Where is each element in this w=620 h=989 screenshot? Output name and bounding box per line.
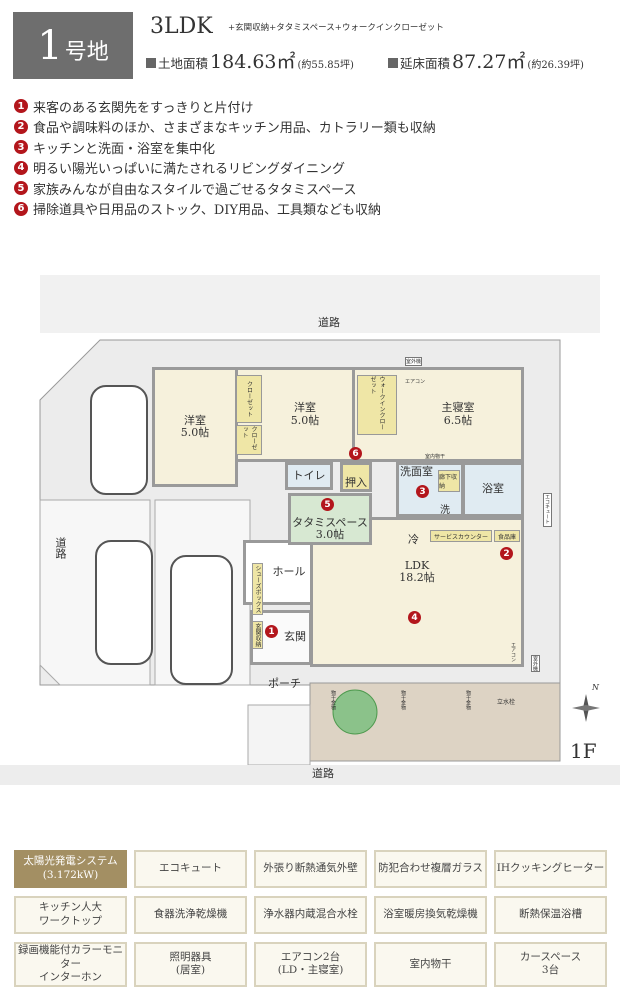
feature-text: 掃除道具や日用品のストック、DIY用品、工具類なども収納 bbox=[33, 203, 381, 219]
laundry-hardware: 物干金物 bbox=[465, 690, 471, 710]
service-counter: サービスカウンター bbox=[430, 530, 492, 542]
feature-item: 3 キッチンと洗面・浴室を集中化 bbox=[14, 137, 436, 158]
feature-text: 家族みんなが自由なスタイルで過ごせるタタミスペース bbox=[33, 182, 357, 198]
room-bath: 浴室 bbox=[462, 462, 524, 517]
feature-text: 明るい陽光いっぱいに満たされるリビングダイニング bbox=[33, 162, 346, 178]
equipment-grid: 太陽光発電システム (3.172kW) エコキュート 外張り断熱通気外壁 防犯合… bbox=[14, 850, 607, 987]
number-badge: 4 bbox=[14, 160, 28, 175]
equipment-cell: 浴室暖房換気乾燥機 bbox=[374, 896, 487, 934]
laundry-hardware: 物干金物 bbox=[330, 690, 336, 710]
pin-5: 5 bbox=[321, 498, 334, 511]
fridge-label: 冷 bbox=[408, 533, 419, 546]
square-icon bbox=[388, 58, 398, 68]
equipment-cell: 浄水器内蔵混合水栓 bbox=[254, 896, 367, 934]
car-icon bbox=[90, 385, 148, 495]
floor-area-value: 87.27㎡ bbox=[452, 51, 526, 73]
equipment-cell: 断熱保温浴槽 bbox=[494, 896, 607, 934]
room-oshiire: 押入 bbox=[340, 462, 372, 492]
road-label-bottom: 道路 bbox=[312, 767, 334, 780]
compass-icon bbox=[572, 694, 600, 722]
equipment-cell: エアコン2台 (LD・主寝室) bbox=[254, 942, 367, 987]
land-area-tsubo: (約55.85坪) bbox=[297, 60, 354, 71]
pin-3: 3 bbox=[416, 485, 429, 498]
feature-item: 1 来客のある玄関先をすっきりと片付け bbox=[14, 96, 436, 117]
floor-plan: 道路 道路 道路 LDK 18.2帖 洋室 5.0帖 洋室 5.0帖 主寝室 6… bbox=[0, 265, 620, 785]
equipment-cell: 録画機能付カラーモニター インターホン bbox=[14, 942, 127, 987]
road-label-top: 道路 bbox=[318, 316, 340, 329]
feature-item: 4 明るい陽光いっぱいに満たされるリビングダイニング bbox=[14, 158, 436, 179]
pantry: 食品庫 bbox=[494, 530, 520, 542]
land-area-value: 184.63㎡ bbox=[210, 51, 296, 73]
car-icon bbox=[170, 555, 233, 685]
equipment-cell: 室内物干 bbox=[374, 942, 487, 987]
feature-item: 6 掃除道具や日用品のストック、DIY用品、工具類なども収納 bbox=[14, 199, 436, 220]
ecocute-unit: エコキュート bbox=[543, 493, 552, 527]
north-label: N bbox=[592, 683, 599, 692]
room-toilet: トイレ bbox=[285, 462, 333, 490]
number-badge: 2 bbox=[14, 119, 28, 134]
equipment-cell: エコキュート bbox=[134, 850, 247, 888]
pin-1: 1 bbox=[265, 625, 278, 638]
floor-area-label: 延床面積 bbox=[400, 56, 451, 71]
square-icon bbox=[146, 58, 156, 68]
hallway-storage: 廊下収納 bbox=[438, 470, 460, 492]
equipment-cell: キッチン人大 ワークトップ bbox=[14, 896, 127, 934]
porch-label: ポーチ bbox=[268, 677, 301, 690]
washer-label: 洗 bbox=[440, 505, 450, 516]
layout-extras: +玄関収納+タタミスペース+ウォークインクローゼット bbox=[228, 23, 444, 33]
feature-list: 1 来客のある玄関先をすっきりと片付け 2 食品や調味料のほか、さまざまなキッチン用… bbox=[14, 96, 436, 219]
land-area-label: 土地面積 bbox=[158, 56, 209, 71]
layout-type: 3LDK bbox=[150, 14, 213, 39]
equipment-cell: カースペース 3台 bbox=[494, 942, 607, 987]
outdoor-unit: 室外機 bbox=[531, 655, 540, 672]
feature-text: キッチンと洗面・浴室を集中化 bbox=[33, 141, 216, 157]
road-label-left: 道路 bbox=[54, 537, 67, 559]
room-western-1: 洋室 5.0帖 bbox=[152, 367, 238, 487]
lot-number: 1 bbox=[37, 22, 63, 69]
aircon-label: エアコン bbox=[405, 379, 426, 385]
equipment-cell: 食器洗浄乾燥機 bbox=[134, 896, 247, 934]
walk-in-closet: ウォークインクローゼット bbox=[357, 375, 397, 435]
equipment-cell: 太陽光発電システム (3.172kW) bbox=[14, 850, 127, 888]
aircon-label: エアコン bbox=[510, 642, 516, 662]
equipment-cell: 防犯合わせ複層ガラス bbox=[374, 850, 487, 888]
pin-2: 2 bbox=[500, 547, 513, 560]
pin-6: 6 bbox=[349, 447, 362, 460]
equipment-cell: 外張り断熱通気外壁 bbox=[254, 850, 367, 888]
tree-icon bbox=[332, 689, 378, 735]
number-badge: 3 bbox=[14, 140, 28, 155]
indoor-dry-label: 室内物干 bbox=[425, 454, 446, 460]
lot-suffix: 号地 bbox=[64, 39, 109, 65]
faucet-label: 立水栓 bbox=[497, 699, 516, 706]
floor-label: 1F bbox=[570, 739, 597, 763]
shoes-box: シューズボックス bbox=[252, 563, 263, 615]
closet: クローゼット bbox=[236, 425, 262, 455]
entry-storage: 玄関収納 bbox=[252, 621, 263, 649]
closet: クローゼット bbox=[236, 375, 262, 423]
floor-area-tsubo: (約26.39坪) bbox=[527, 60, 584, 71]
outdoor-unit: 室外機 bbox=[405, 357, 423, 366]
room-master-bedroom: 主寝室 6.5帖 bbox=[352, 367, 524, 462]
feature-item: 5 家族みんなが自由なスタイルで過ごせるタタミスペース bbox=[14, 178, 436, 199]
equipment-cell: 照明器具 (居室) bbox=[134, 942, 247, 987]
number-badge: 6 bbox=[14, 201, 28, 216]
pin-4: 4 bbox=[408, 611, 421, 624]
number-badge: 5 bbox=[14, 181, 28, 196]
car-icon bbox=[95, 540, 153, 665]
feature-text: 来客のある玄関先をすっきりと片付け bbox=[33, 100, 254, 116]
feature-text: 食品や調味料のほか、さまざまなキッチン用品、カトラリー類も収納 bbox=[33, 121, 436, 137]
feature-item: 2 食品や調味料のほか、さまざまなキッチン用品、カトラリー類も収納 bbox=[14, 117, 436, 138]
equipment-cell: IHクッキングヒーター bbox=[494, 850, 607, 888]
laundry-hardware: 物干金物 bbox=[400, 690, 406, 710]
number-badge: 1 bbox=[14, 99, 28, 114]
